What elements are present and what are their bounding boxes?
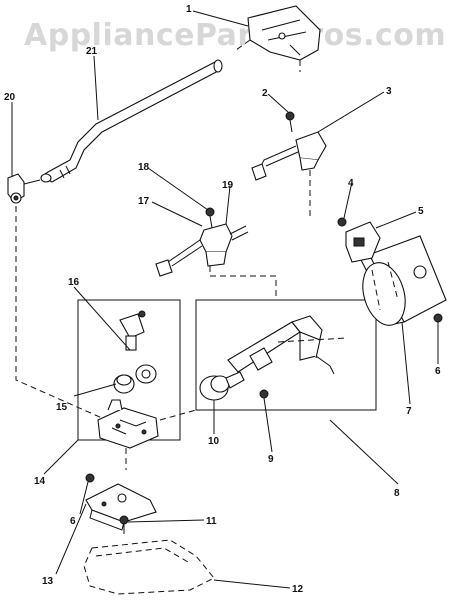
part-15-coil	[113, 374, 135, 394]
label-9: 9	[268, 454, 274, 465]
label-19: 19	[222, 180, 234, 191]
part-11-screw	[119, 515, 129, 534]
part-12-shield-edge	[95, 547, 189, 563]
label-5: 5	[418, 206, 424, 217]
part-7-burner-cover	[359, 235, 447, 326]
part-18-screw	[205, 207, 215, 229]
label-10: 10	[208, 436, 220, 447]
part-4-screw	[337, 217, 347, 227]
box-part-8	[195, 299, 377, 411]
label-2: 2	[262, 88, 268, 99]
part-13-bracket	[85, 483, 157, 531]
label-4: 4	[348, 178, 354, 189]
part-14-gas-valve	[97, 399, 197, 470]
part-9-screw	[259, 389, 269, 399]
label-15: 15	[56, 402, 68, 413]
label-17: 17	[138, 196, 150, 207]
part-2-screw	[285, 111, 295, 133]
part-6-screw-right	[433, 313, 443, 332]
part-16-solenoid	[119, 310, 157, 384]
part-5-clip	[345, 221, 381, 263]
label-18: 18	[138, 162, 150, 173]
label-8: 8	[394, 488, 400, 499]
label-14: 14	[34, 476, 46, 487]
part-1-bracket	[235, 5, 321, 72]
label-6-right: 6	[435, 366, 441, 377]
label-21: 21	[86, 46, 98, 57]
leader-lines	[11, 10, 439, 589]
part-17-igniter-bracket	[155, 223, 277, 300]
label-11: 11	[206, 516, 217, 527]
part-20-fitting	[7, 173, 41, 204]
label-6-left: 6	[70, 516, 76, 527]
label-1: 1	[186, 4, 192, 15]
connector-dashed-line	[15, 206, 103, 419]
part-21-gas-tube	[40, 59, 223, 183]
label-3: 3	[386, 86, 392, 97]
label-20: 20	[4, 92, 16, 103]
part-12-heat-shield	[83, 539, 215, 595]
part-6-screw-left	[85, 473, 95, 483]
label-12: 12	[292, 584, 304, 595]
watermark-text: AppliancePartsPros.com	[24, 18, 446, 53]
label-7: 7	[406, 406, 412, 417]
part-8-pilot-assembly	[227, 315, 347, 375]
label-13: 13	[42, 576, 54, 587]
part-10-thermocouple	[199, 371, 245, 401]
part-3-igniter	[251, 131, 327, 220]
label-16: 16	[68, 277, 80, 288]
